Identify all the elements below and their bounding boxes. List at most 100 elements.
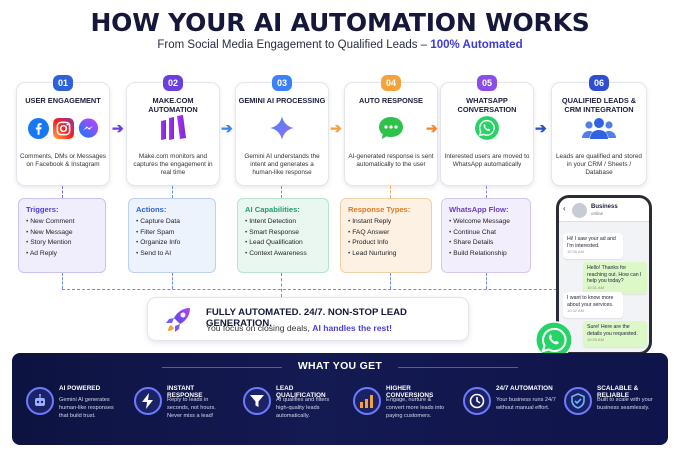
arrow-right-icon: ➔: [330, 120, 342, 136]
benefit-title: INSTANT RESPONSE: [167, 385, 203, 399]
detail-heading: AI Capabilities:: [245, 205, 300, 214]
benefit-24-7-automation: 24/7 AUTOMATION Your business runs 24/7 …: [463, 381, 556, 441]
facebook-icon: [27, 117, 49, 139]
step-description: Make.com monitors and captures the engag…: [133, 153, 213, 176]
step-description: Leads are qualified and stored in your C…: [556, 153, 642, 176]
phone-mockup: ‹ Business online Hi! I saw your ad and …: [556, 195, 652, 355]
detail-box-ai-capabilities: AI Capabilities: Intent Detection Smart …: [237, 198, 329, 273]
connector-line: [172, 273, 173, 289]
chat-message-outgoing: Hello! Thanks for reaching out. How can …: [583, 262, 647, 294]
lightning-icon: [134, 387, 162, 415]
benefit-description: Built to scale with your business seamle…: [597, 397, 653, 412]
banner-headline: FULLY AUTOMATED. 24/7. NON-STOP LEAD GEN…: [206, 307, 407, 329]
avatar: [572, 203, 587, 218]
connector-line: [390, 186, 391, 198]
detail-heading: Actions:: [136, 205, 167, 214]
benefit-instant-response: INSTANT RESPONSE Reply to leads in secon…: [134, 381, 226, 441]
list-item: Continue Chat: [449, 228, 523, 239]
message-text: Sure! Here are the details you requested…: [587, 324, 638, 337]
connector-line: [486, 186, 487, 198]
list-item: Story Mention: [26, 238, 98, 249]
connector-line: [62, 289, 602, 290]
chat-message-incoming: Hi! I saw your ad and I'm interested.10:…: [563, 233, 623, 259]
funnel-icon: [243, 387, 271, 415]
back-arrow-icon: ‹: [563, 204, 566, 213]
shield-icon: [564, 387, 592, 415]
benefit-description: Your business runs 24/7 without manual e…: [496, 397, 556, 412]
message-time: 10:33 AM: [587, 337, 604, 342]
message-time: 10:32 AM: [567, 308, 584, 313]
list-item: New Comment: [26, 217, 98, 228]
subtitle-accent: 100% Automated: [430, 39, 523, 51]
step-title: MAKE.COM AUTOMATION: [148, 96, 198, 114]
chat-message-incoming: I want to know more about your services.…: [563, 292, 623, 318]
step-title: WHATSAPP CONVERSATION: [457, 96, 517, 114]
messenger-icon: [78, 117, 98, 138]
benefit-title: HIGHER CONVERSIONS: [386, 385, 434, 399]
connector-line: [172, 186, 173, 198]
step-card-qualified-leads: 06 QUALIFIED LEADS & CRM INTEGRATION Lea…: [551, 75, 647, 186]
connector-line: [281, 186, 282, 198]
contact-status: online: [591, 211, 604, 216]
whatsapp-icon: [475, 116, 499, 140]
step-description: Interested users are moved to WhatsApp a…: [444, 153, 530, 168]
benefit-title: LEAD QUALIFICATION: [276, 385, 326, 399]
list-item: FAQ Answer: [348, 228, 424, 239]
message-time: 10:30 AM: [567, 249, 584, 254]
benefit-description: Engage, nurture & convert more leads int…: [386, 397, 445, 420]
benefit-scalable-reliable: SCALABLE & RELIABLE Built to scale with …: [564, 381, 656, 441]
step-title: AUTO RESPONSE: [359, 96, 423, 105]
step-title: QUALIFIED LEADS & CRM INTEGRATION: [561, 96, 637, 114]
step-number: 04: [381, 75, 401, 91]
instagram-icon: [52, 117, 74, 139]
detail-box-actions: Actions: Capture Data Filter Spam Organi…: [128, 198, 216, 273]
step-number: 03: [272, 75, 292, 91]
list-item: Ad Reply: [26, 249, 98, 260]
message-text: Hi! I saw your ad and I'm interested.: [567, 236, 616, 249]
benefit-description: Gemini AI generates human-like responses…: [59, 397, 114, 420]
benefit-ai-powered: AI POWERED Gemini AI generates human-lik…: [26, 381, 118, 441]
gemini-sparkle-icon: [270, 116, 294, 140]
page-title: HOW YOUR AI AUTOMATION WORKS: [90, 8, 590, 37]
step-card-whatsapp: 05 WHATSAPP CONVERSATION Interested user…: [440, 75, 534, 186]
step-card-gemini-ai: 03 GEMINI AI PROCESSING Gemini AI unders…: [235, 75, 329, 186]
connector-line: [62, 186, 63, 198]
step-card-make-automation: 02 MAKE.COM AUTOMATION Make.com monitors…: [126, 75, 220, 186]
list-item: Send to AI: [136, 249, 208, 260]
chat-message-outgoing: Sure! Here are the details you requested…: [583, 321, 647, 347]
arrow-right-icon: ➔: [112, 120, 124, 136]
list-item: Build Relationship: [449, 249, 523, 260]
banner-tagline-highlight: AI handles the rest!: [312, 323, 392, 333]
rocket-icon: [166, 308, 190, 332]
list-item: Filter Spam: [136, 228, 208, 239]
list-item: Share Details: [449, 238, 523, 249]
list-item: Product Info: [348, 238, 424, 249]
message-time: 10:31 AM: [587, 284, 604, 290]
step-title: GEMINI AI PROCESSING: [238, 96, 326, 105]
step-card-auto-response: 04 AUTO RESPONSE AI-generated response i…: [344, 75, 438, 186]
step-title: USER ENGAGEMENT: [25, 96, 101, 105]
message-text: Hello! Thanks for reaching out. How can …: [587, 265, 642, 284]
list-item: Intent Detection: [245, 217, 321, 228]
benefit-description: AI qualifies and filters high-quality le…: [276, 397, 330, 420]
step-card-user-engagement: 01 USER ENGAGEMENT Comments, DMs or Mess…: [16, 75, 110, 186]
benefit-title: SCALABLE & RELIABLE: [597, 385, 639, 399]
benefit-title: AI POWERED: [59, 385, 101, 392]
step-number: 06: [589, 75, 609, 91]
connector-line: [390, 273, 391, 289]
clock-icon: [463, 387, 491, 415]
connector-line: [281, 273, 282, 297]
list-item: Welcome Message: [449, 217, 523, 228]
benefit-higher-conversions: HIGHER CONVERSIONS Engage, nurture & con…: [353, 381, 445, 441]
message-text: I want to know more about your services.: [567, 295, 614, 308]
detail-heading: WhatsApp Flow:: [449, 205, 509, 214]
step-number: 05: [477, 75, 497, 91]
step-description: Comments, DMs or Messages on Facebook & …: [20, 153, 106, 168]
whatsapp-badge-icon: [535, 321, 573, 359]
benefit-description: Reply to leads in seconds, not hours. Ne…: [167, 397, 216, 420]
divider: [398, 367, 518, 368]
list-item: New Message: [26, 228, 98, 239]
divider: [162, 367, 282, 368]
list-item: Organize Info: [136, 238, 208, 249]
